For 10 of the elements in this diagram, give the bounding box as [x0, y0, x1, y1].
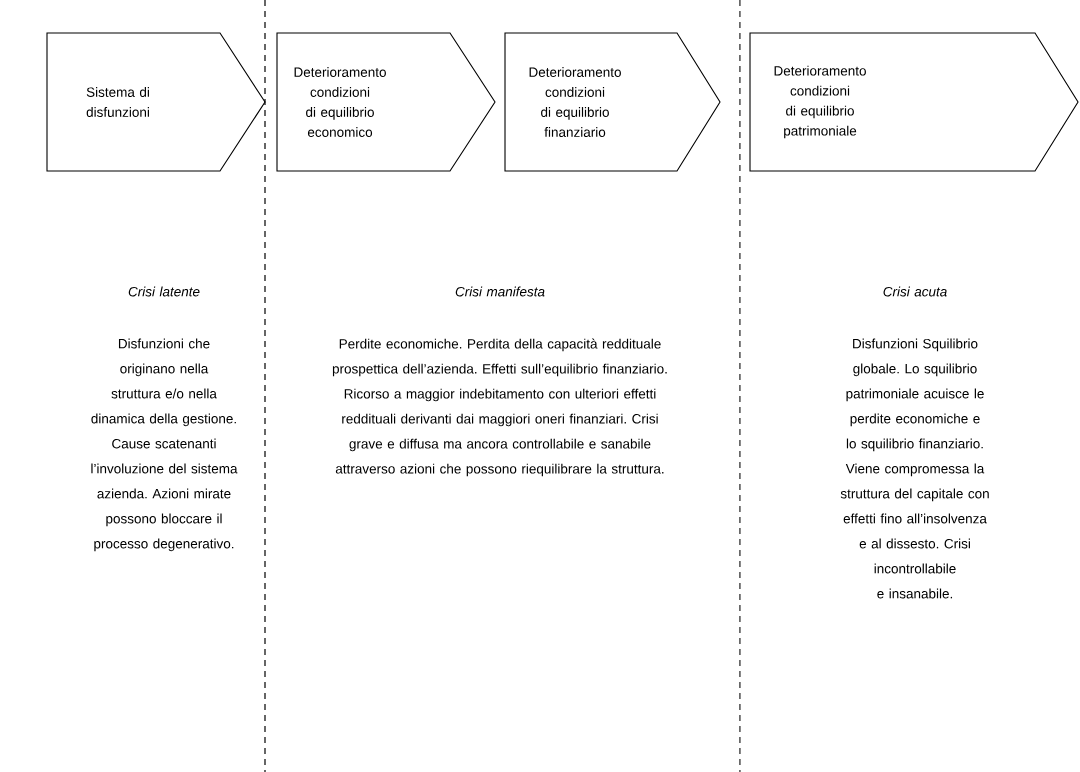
- description-text: Perdite economiche. Perdita della capacità reddituale prospettica dell’azienda. Effetti sull’equilibrio finanziario. Ricorso a maggior indebitamento con ulteriori effetti reddituali derivanti dai maggiori oneri finanziari. Crisi grave e diffusa ma ancora controllabile e sanabile attraverso azioni che possono riequilibrare la struttura.: [332, 338, 667, 477]
- phase-heading: Crisi latente: [128, 286, 200, 297]
- description-text: Disfunzioni Squilibrio globale. Lo squilibrio patrimoniale acuisce le perdite economiche e lo squilibrio finanziario. Viene compromessa la struttura del capitale con effetti fino all’insolvenza e al dissesto. Crisi incontrollabile e insanabile.: [840, 338, 989, 599]
- pentagon-box: Deterioramento condizioni di equilibrio patrimoniale: [749, 32, 1079, 172]
- pentagon-box: Sistema di disfunzioni: [46, 32, 266, 172]
- pentagon-box: Deterioramento condizioni di equilibrio economico: [276, 32, 496, 172]
- phase-heading: Crisi acuta: [883, 286, 947, 297]
- description-text: Disfunzioni che originano nella struttura e/o nella dinamica della gestione. Cause scatenanti l’involuzione del sistema azienda. Azioni mirate possono bloccare il processo degenerativo.: [91, 338, 238, 552]
- phase-heading: Crisi manifesta: [455, 286, 545, 297]
- pentagon-box: Deterioramento condizioni di equilibrio finanziario: [504, 32, 721, 172]
